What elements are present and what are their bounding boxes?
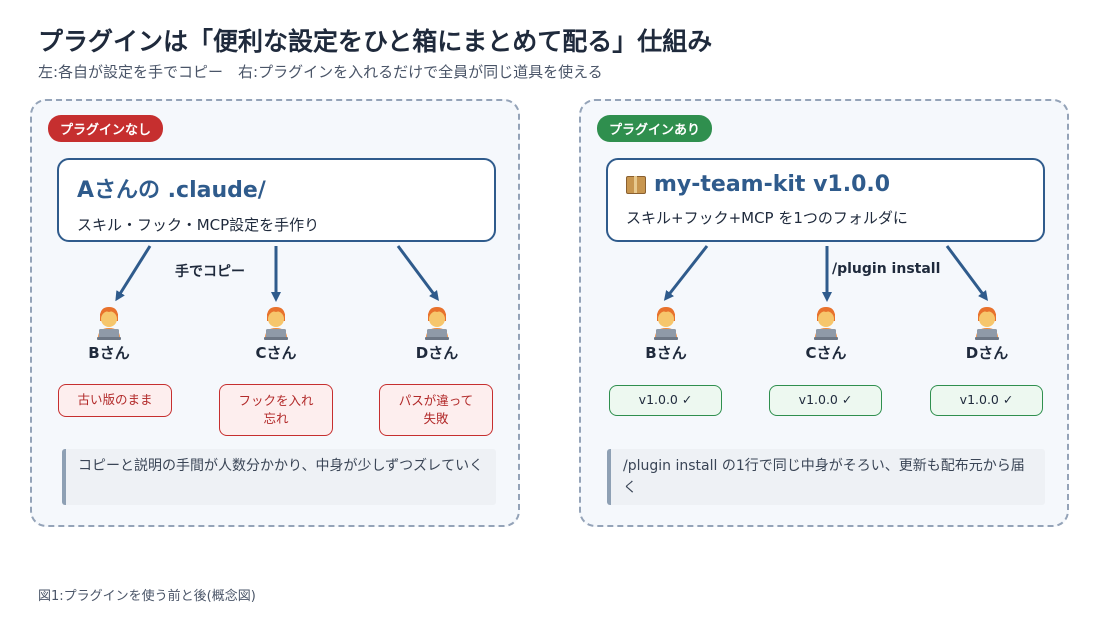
person-name: Cさん	[805, 344, 847, 362]
person-c: Cさん	[786, 304, 866, 363]
arrow-to-b	[663, 245, 709, 301]
arrow-to-d	[945, 245, 988, 302]
person-name: Dさん	[415, 344, 459, 362]
person-at-laptop-icon	[809, 304, 843, 340]
person-at-laptop-icon	[970, 304, 1004, 340]
status-badge-c: v1.0.0 ✓	[769, 385, 882, 416]
package-icon	[626, 175, 646, 194]
without-plugin-badge: プラグインなし	[48, 115, 164, 142]
copy-arrows	[115, 245, 439, 302]
person-name: Cさん	[255, 344, 297, 362]
person-at-laptop-icon	[420, 304, 454, 340]
figure-caption: 図1:プラグインを使う前と後(概念図)	[38, 589, 256, 604]
person-name: Dさん	[965, 344, 1009, 362]
person-b: Bさん	[626, 304, 706, 363]
panel-with-plugin: プラグインあり my-team-kit v1.0.0 スキル+フック+MCP を…	[579, 99, 1069, 527]
person-b: Bさん	[69, 304, 149, 363]
person-c: Cさん	[236, 304, 316, 363]
person-at-laptop-icon	[649, 304, 683, 340]
person-name: Bさん	[88, 344, 130, 362]
status-badge-d: パスが違って失敗	[379, 384, 493, 436]
plugin-package-box: my-team-kit v1.0.0 スキル+フック+MCP を1つのフォルダに	[606, 158, 1045, 242]
status-badge-c: フックを入れ忘れ	[219, 384, 333, 436]
install-arrows	[663, 245, 988, 302]
plugin-description: スキル+フック+MCP を1つのフォルダに	[626, 209, 908, 227]
plugin-title: my-team-kit v1.0.0	[626, 172, 1043, 197]
with-plugin-note: /plugin install の1行で同じ中身がそろい、更新も配布元から届く	[607, 449, 1045, 505]
person-d: Dさん	[947, 304, 1027, 363]
source-description: スキル・フック・MCP設定を手作り	[77, 216, 320, 234]
page-title: プラグインは「便利な設定をひと箱にまとめて配る」仕組み	[38, 27, 713, 56]
arrow-to-d	[396, 245, 439, 302]
status-badge-b: v1.0.0 ✓	[609, 385, 722, 416]
arrow-to-b	[115, 245, 152, 302]
status-badge-d: v1.0.0 ✓	[930, 385, 1043, 416]
page-subtitle: 左:各自が設定を手でコピー 右:プラグインを入れるだけで全員が同じ道具を使える	[38, 63, 603, 81]
person-at-laptop-icon	[259, 304, 293, 340]
with-plugin-badge: プラグインあり	[597, 115, 713, 142]
person-name: Bさん	[645, 344, 687, 362]
source-config-box: Aさんの .claude/ スキル・フック・MCP設定を手作り	[57, 158, 496, 242]
panel-without-plugin: プラグインなし Aさんの .claude/ スキル・フック・MCP設定を手作り …	[30, 99, 520, 527]
status-badge-b: 古い版のまま	[58, 384, 172, 417]
copy-label: 手でコピー	[175, 264, 245, 280]
person-at-laptop-icon	[92, 304, 126, 340]
person-d: Dさん	[397, 304, 477, 363]
without-plugin-note: コピーと説明の手間が人数分かかり、中身が少しずつズレていく	[62, 449, 496, 505]
install-label: /plugin install	[832, 261, 941, 277]
source-title: Aさんの .claude/	[77, 178, 266, 203]
